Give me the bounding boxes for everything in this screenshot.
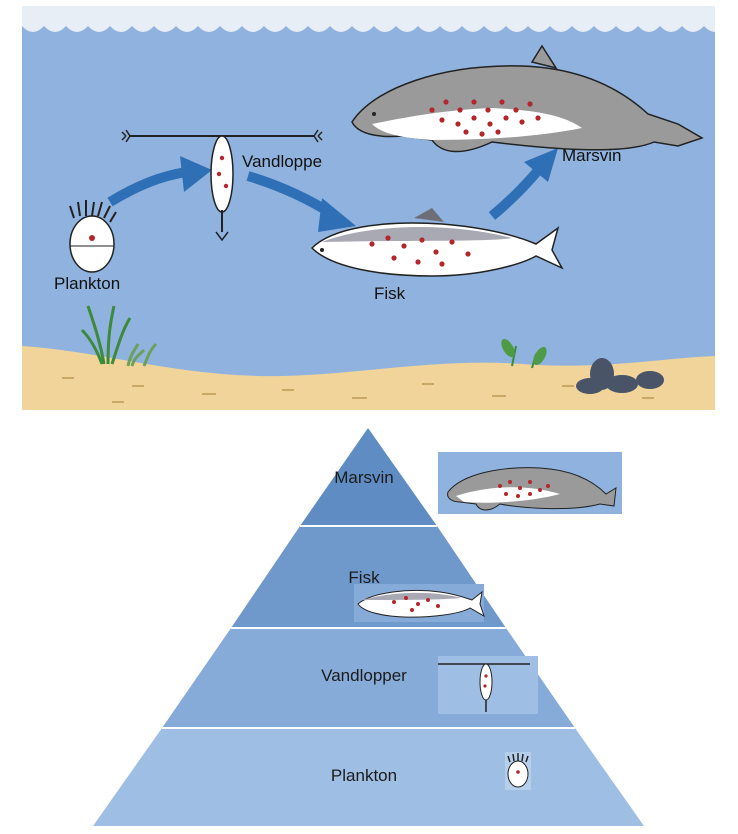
pyramid-level-label: Fisk — [348, 568, 380, 587]
water-flea-icon — [121, 129, 323, 242]
food-chain-illustration — [22, 6, 726, 410]
pyramid-herring-icon — [354, 584, 485, 622]
pyramid-level-label: Marsvin — [334, 468, 394, 487]
pyramid-water-flea-icon — [438, 656, 538, 714]
pyramid-level-label: Vandlopper — [321, 666, 407, 685]
arrow-head-icon — [524, 148, 558, 182]
label-porpoise: Marsvin — [562, 146, 622, 165]
seaweed-icon — [80, 305, 158, 367]
seagrass-icon — [501, 338, 547, 369]
water-background — [22, 6, 715, 410]
label-plankton: Plankton — [54, 274, 121, 293]
label-water-flea: Vandloppe — [242, 152, 323, 171]
herring-icon — [310, 208, 564, 277]
porpoise-icon — [351, 44, 704, 153]
pyramid-tier-top — [300, 428, 437, 526]
arrow-icon — [488, 164, 544, 220]
pyramid-level-label: Plankton — [330, 766, 398, 785]
arrow-icon — [107, 167, 187, 207]
arrow-head-icon — [318, 198, 356, 232]
sand-texture — [62, 377, 654, 403]
arrows — [107, 148, 558, 232]
tier-dividers — [162, 525, 575, 729]
plankton-icon — [69, 200, 117, 273]
wave-surface — [22, 6, 726, 32]
label-fish: Fisk — [374, 284, 406, 303]
rocks-icon — [576, 358, 664, 394]
arrow-head-icon — [180, 156, 212, 192]
pyramid-porpoise-icon — [438, 452, 622, 514]
food-chain-scene: Plankton Vandloppe Fisk Marsvin — [22, 6, 726, 410]
pyramid-plankton-icon — [505, 752, 531, 790]
sand-floor — [22, 346, 715, 410]
